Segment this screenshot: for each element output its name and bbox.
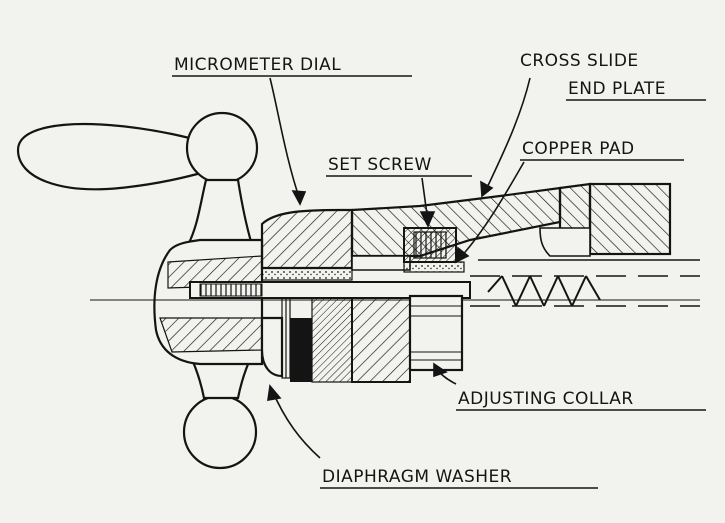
washer-leader: [271, 389, 321, 459]
label-adjusting-collar: ADJUSTING COLLAR: [458, 389, 634, 409]
handle-arm-lower: [188, 353, 254, 400]
knurled-ring: [311, 297, 353, 383]
label-diaphragm-washer: DIAPHRAGM WASHER: [322, 467, 512, 487]
label-micrometer-dial: MICROMETER DIAL: [174, 55, 341, 75]
collar-housing: [351, 297, 411, 383]
label-underlines: [172, 75, 706, 489]
adjusting-collar-part: [408, 294, 464, 372]
diaphragm-washer-part: [290, 318, 312, 382]
cross-slide-leader: [484, 77, 531, 193]
set-screw-part: [403, 227, 457, 263]
leader-lines: [267, 77, 531, 459]
copper-pad-leader: [459, 161, 525, 259]
label-cross-slide-line2: END PLATE: [568, 79, 666, 99]
label-copper-pad: COPPER PAD: [522, 139, 635, 159]
crank-handle: [16, 123, 207, 191]
upper-ball-knob: [185, 111, 259, 185]
copper-pad-part: [403, 261, 465, 273]
lead-screw: [90, 259, 700, 307]
label-cross-slide-line1: CROSS SLIDE: [520, 51, 639, 71]
lower-ball-knob: [182, 394, 258, 470]
handle-arm-upper: [186, 178, 254, 247]
graduated-ring: [281, 297, 291, 379]
label-set-screw: SET SCREW: [328, 155, 432, 175]
micrometer-leader: [269, 77, 301, 201]
cross-slide-body: [539, 182, 672, 257]
handle-hub: [153, 238, 264, 366]
